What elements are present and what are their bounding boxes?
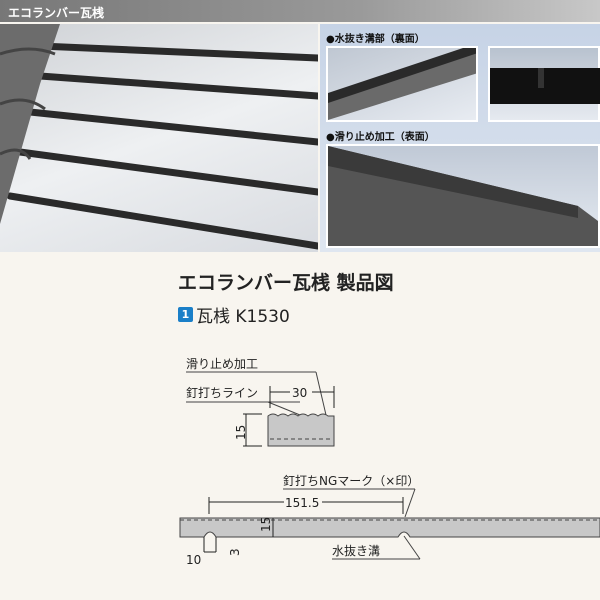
- ng-mark-text: 釘打ちNGマーク（×印）: [283, 473, 419, 488]
- height-text: 15: [234, 425, 248, 440]
- product-diagram: 滑り止め加工 釘打ちライン 30 15 釘打ちNGマーク（×印） 151.5 1…: [179, 357, 600, 567]
- drain-groove-label: ●水抜き溝部（裏面）: [326, 34, 425, 45]
- groove-width-text: 10: [186, 553, 201, 567]
- roof-illustration: [0, 24, 318, 250]
- header-bar: エコランバー瓦桟: [0, 0, 600, 22]
- antislip-text: 滑り止め加工: [186, 357, 258, 371]
- header-title: エコランバー瓦桟: [8, 6, 105, 20]
- antislip-photo: [326, 144, 600, 248]
- drain-groove-photo-2: [488, 46, 600, 122]
- item-number-badge: 1: [178, 307, 193, 322]
- antislip-label: ●滑り止め加工（表面）: [326, 132, 435, 143]
- height2-text: 15: [259, 517, 273, 532]
- width-text: 30: [292, 386, 307, 400]
- drain-groove-text: 水抜き溝: [332, 544, 380, 558]
- nail-line-text: 釘打ちライン: [186, 385, 258, 400]
- detail-photos: ●水抜き溝部（裏面） ●滑り止め加工（表面）: [320, 24, 600, 252]
- groove-depth-text: 3: [228, 548, 242, 556]
- drain-groove-photo-1: [326, 43, 478, 122]
- item-name: 瓦桟 K1530: [196, 307, 290, 327]
- roof-photo: [0, 24, 318, 252]
- spacing-text: 151.5: [285, 496, 319, 510]
- product-title: エコランバー瓦桟 製品図: [178, 272, 394, 294]
